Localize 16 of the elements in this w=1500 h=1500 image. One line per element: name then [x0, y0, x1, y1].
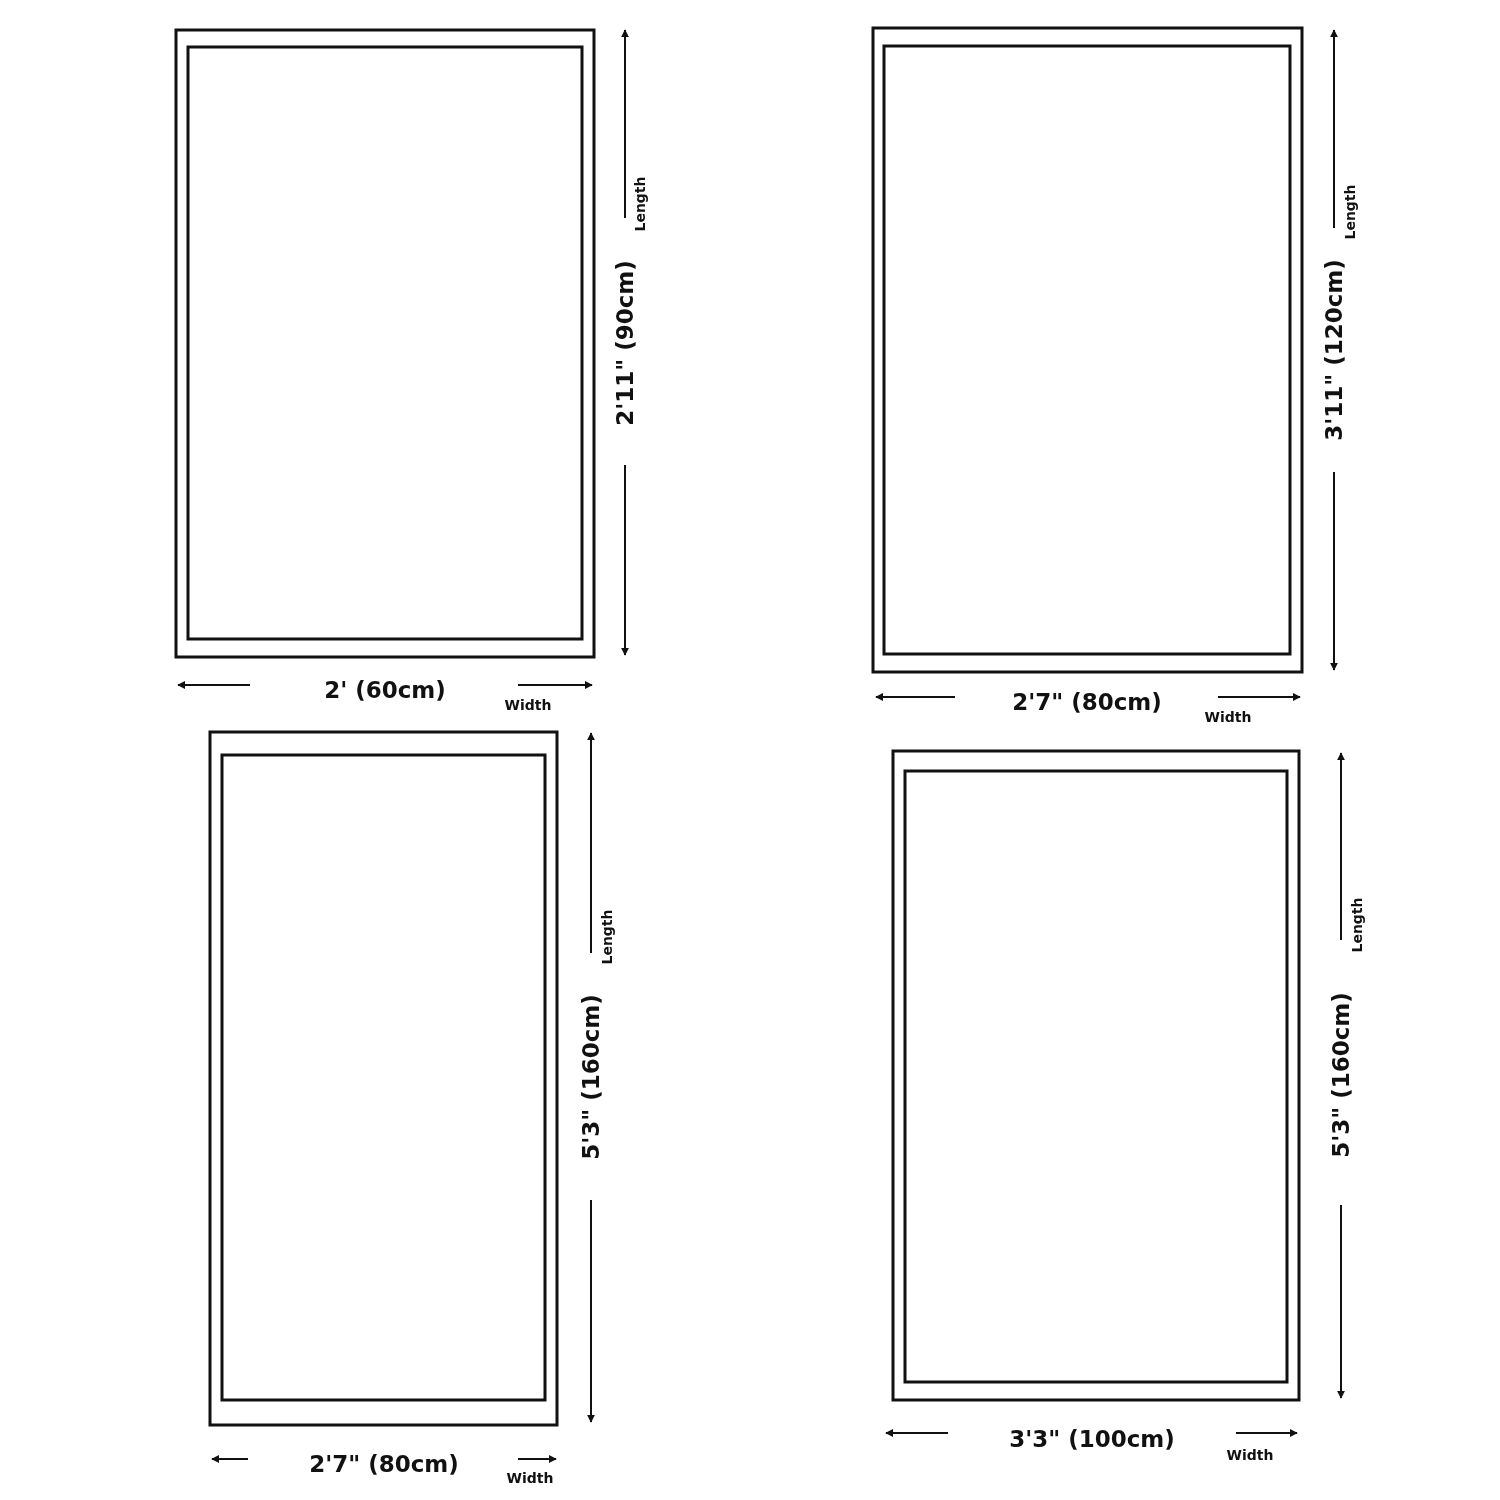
dimension-caption: Width [1226, 1448, 1274, 1462]
dimension-caption: Width [1204, 710, 1252, 724]
dimension-caption: Width [506, 1471, 554, 1485]
dimension-caption: Length [1350, 897, 1364, 953]
dimension-value: 2'11" (90cm) [613, 260, 637, 426]
dimension-value: 2'7" (80cm) [1012, 690, 1162, 714]
dimension-value: 2'7" (80cm) [309, 1452, 459, 1476]
dimension-caption: Width [504, 698, 552, 712]
dimension-caption: Length [1343, 184, 1357, 240]
dimension-value: 2' (60cm) [324, 678, 446, 702]
dimension-value: 3'11" (120cm) [1322, 259, 1346, 441]
dimension-value: 3'3" (100cm) [1009, 1427, 1175, 1451]
dimension-value: 5'3" (160cm) [1329, 992, 1353, 1158]
dimension-caption: Length [633, 176, 647, 232]
dimension-value: 5'3" (160cm) [579, 994, 603, 1160]
dimension-caption: Length [600, 909, 614, 965]
